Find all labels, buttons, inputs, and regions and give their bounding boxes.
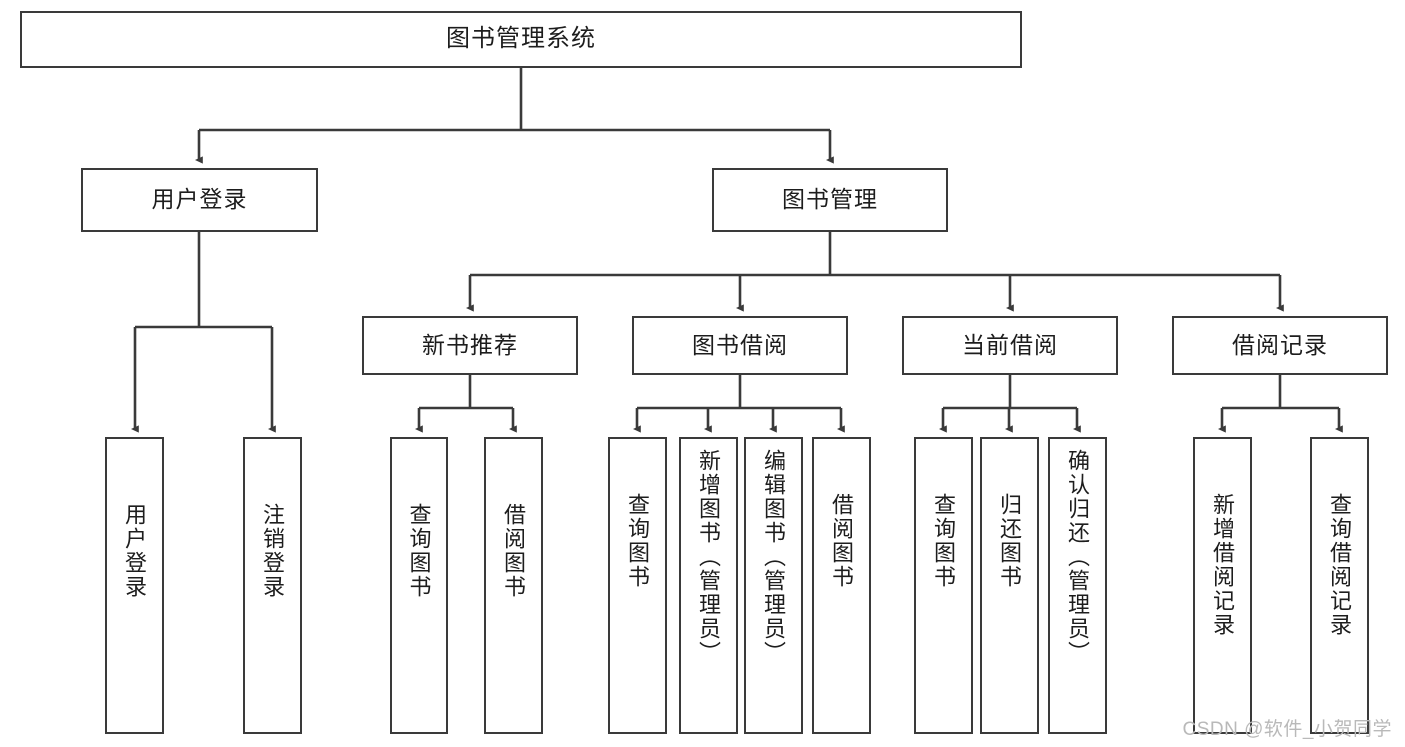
node-leaf-current-confirm-return-label: 确认归还（管理员） [1065,449,1091,665]
node-leaf-borrow-query-book[interactable]: 查询图书 [608,437,667,734]
node-user-login[interactable]: 用户登录 [81,168,318,232]
node-user-login-label: 用户登录 [151,186,248,213]
node-leaf-user-logout[interactable]: 注销登录 [243,437,302,734]
node-current-borrow-label: 当前借阅 [962,331,1058,358]
node-leaf-borrow-add-book[interactable]: 新增图书（管理员） [679,437,738,734]
node-root-label: 图书管理系统 [446,25,596,53]
node-leaf-borrow-lend-book-label: 借阅图书 [829,493,855,589]
node-borrow-record[interactable]: 借阅记录 [1172,316,1388,375]
node-current-borrow[interactable]: 当前借阅 [902,316,1118,375]
node-leaf-record-add-label: 新增借阅记录 [1210,493,1236,637]
node-leaf-rec-borrow-book-label: 借阅图书 [501,503,527,599]
node-leaf-current-return-book-label: 归还图书 [997,493,1023,589]
node-leaf-user-login-label: 用户登录 [122,503,148,599]
node-leaf-current-query-book[interactable]: 查询图书 [914,437,973,734]
node-leaf-borrow-edit-book-label: 编辑图书（管理员） [761,449,787,665]
node-leaf-borrow-edit-book[interactable]: 编辑图书（管理员） [744,437,803,734]
node-leaf-current-return-book[interactable]: 归还图书 [980,437,1039,734]
node-root[interactable]: 图书管理系统 [20,11,1022,68]
node-leaf-record-add[interactable]: 新增借阅记录 [1193,437,1252,734]
watermark: CSDN @软件_小贺同学 [1182,719,1392,740]
node-leaf-rec-query-book-label: 查询图书 [406,503,432,599]
node-leaf-record-query[interactable]: 查询借阅记录 [1310,437,1369,734]
node-book-borrow[interactable]: 图书借阅 [632,316,848,375]
node-leaf-borrow-query-book-label: 查询图书 [625,493,651,589]
node-book-manage-label: 图书管理 [782,186,878,213]
node-leaf-borrow-lend-book[interactable]: 借阅图书 [812,437,871,734]
node-leaf-rec-borrow-book[interactable]: 借阅图书 [484,437,543,734]
node-leaf-borrow-add-book-label: 新增图书（管理员） [696,449,722,665]
node-leaf-rec-query-book[interactable]: 查询图书 [390,437,448,734]
node-leaf-record-query-label: 查询借阅记录 [1327,493,1353,637]
node-leaf-user-login[interactable]: 用户登录 [105,437,164,734]
node-leaf-current-confirm-return[interactable]: 确认归还（管理员） [1048,437,1107,734]
node-new-book-rec-label: 新书推荐 [422,331,518,358]
node-book-borrow-label: 图书借阅 [692,331,788,358]
node-leaf-current-query-book-label: 查询图书 [931,493,957,589]
node-book-manage[interactable]: 图书管理 [712,168,948,232]
node-borrow-record-label: 借阅记录 [1232,331,1328,358]
node-leaf-user-logout-label: 注销登录 [260,503,286,599]
node-new-book-rec[interactable]: 新书推荐 [362,316,578,375]
